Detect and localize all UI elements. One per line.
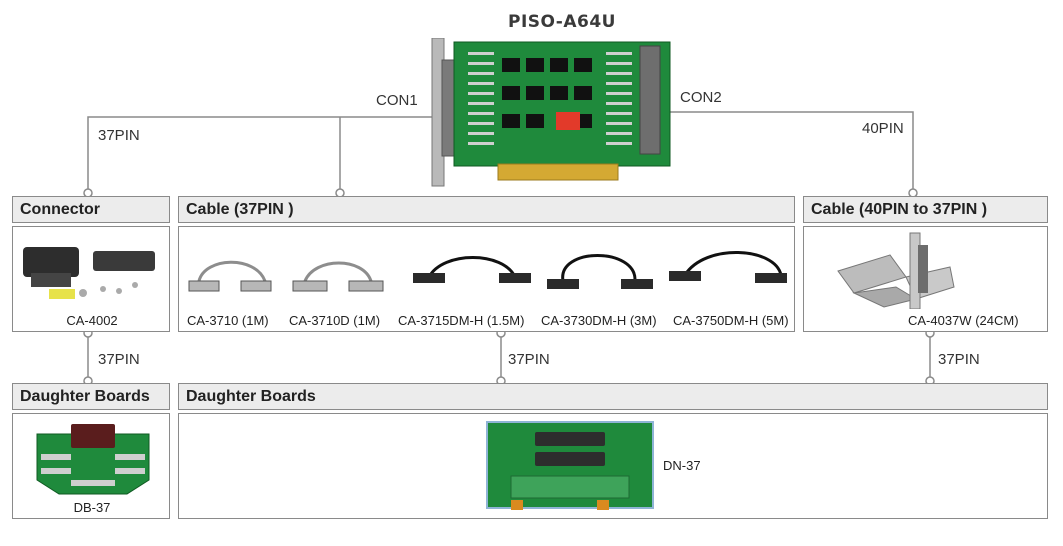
db37-image — [36, 424, 150, 495]
daughter-main-header: Daughter Boards — [178, 383, 1048, 410]
dn37-label: DN-37 — [663, 458, 701, 473]
ca3750dmh-label: CA-3750DM-H (5M) — [673, 313, 789, 328]
ca4037w-label: CA-4037W (24CM) — [908, 313, 1019, 328]
daughter-main-panel: DN-37 — [178, 413, 1048, 519]
ca3710d-label: CA-3710D (1M) — [289, 313, 381, 328]
pin-label-left-top: 37PIN — [98, 127, 140, 144]
pin-label-left-mid: 37PIN — [98, 351, 140, 368]
pin-label-right-top: 40PIN — [862, 120, 904, 137]
daughter-left-panel: DB-37 — [12, 413, 170, 519]
cable37-images — [188, 251, 787, 292]
ca3730dmh-label: CA-3730DM-H (3M) — [541, 313, 657, 328]
con2-to-cable40-line — [665, 111, 914, 192]
con1-label: CON1 — [376, 92, 418, 109]
pisoa64u-board-image — [431, 38, 671, 187]
connector-header: Connector — [12, 196, 170, 223]
db37-label: DB-37 — [73, 500, 111, 515]
dn37-image — [486, 421, 654, 510]
cable40-panel: CA-4037W (24CM) — [803, 226, 1048, 332]
pin-label-right-mid: 37PIN — [938, 351, 980, 368]
board-title: PISO-A64U — [508, 12, 616, 32]
con1-to-connector-line — [87, 116, 440, 192]
con2-label: CON2 — [680, 89, 722, 106]
ca4002-image — [23, 247, 155, 299]
daughter-left-header: Daughter Boards — [12, 383, 170, 410]
ca4037w-image — [837, 232, 955, 309]
ca3710-label: CA-3710 (1M) — [187, 313, 269, 328]
ca4002-label: CA-4002 — [66, 313, 118, 328]
cable37-panel: CA-3710 (1M) CA-3710D (1M) CA-3715DM-H (… — [178, 226, 795, 332]
cable37-header: Cable (37PIN ) — [178, 196, 795, 223]
pin-label-center-mid: 37PIN — [508, 351, 550, 368]
ca3715dmh-label: CA-3715DM-H (1.5M) — [398, 313, 525, 328]
connector-panel: CA-4002 — [12, 226, 170, 332]
cable40-header: Cable (40PIN to 37PIN ) — [803, 196, 1048, 223]
